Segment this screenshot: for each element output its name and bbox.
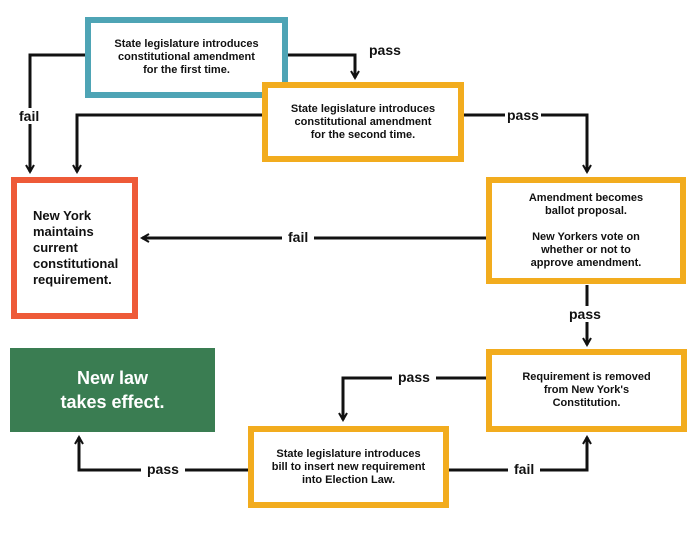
arrow-removed-to-bill xyxy=(343,376,486,420)
election-law-bill-text: State legislature introduces bill to ins… xyxy=(271,447,426,486)
arrow-second-to-maintain xyxy=(77,113,262,172)
second-introduction-text: State legislature introduces constitutio… xyxy=(290,102,436,141)
ballot-proposal-text: Amendment becomes ballot proposal. xyxy=(528,191,644,217)
second-introduction-box: State legislature introduces constitutio… xyxy=(262,82,464,162)
arrow-second-to-ballot xyxy=(464,113,587,172)
arrow-bill-to-removed xyxy=(449,437,587,472)
label-fail-bill: fail xyxy=(508,461,541,477)
label-pass-second: pass xyxy=(505,107,541,123)
label-pass-first: pass xyxy=(367,42,403,58)
new-law-text: New law takes effect. xyxy=(60,368,165,412)
first-introduction-box: State legislature introduces constitutio… xyxy=(85,17,288,98)
election-law-bill-box: State legislature introduces bill to ins… xyxy=(248,426,449,508)
label-pass-removed: pass xyxy=(392,369,436,385)
label-pass-ballot: pass xyxy=(567,306,603,322)
requirement-removed-text: Requirement is removed from New York's C… xyxy=(522,371,651,409)
requirement-removed-box: Requirement is removed from New York's C… xyxy=(486,349,687,432)
vote-text: New Yorkers vote on whether or not to ap… xyxy=(530,230,642,269)
maintain-requirement-box: New York maintains current constitutiona… xyxy=(11,177,138,319)
ballot-proposal-box: Amendment becomes ballot proposal. New Y… xyxy=(486,177,686,284)
maintain-requirement-text: New York maintains current constitutiona… xyxy=(33,208,119,287)
arrow-bill-to-newlaw xyxy=(79,437,248,472)
label-fail-first: fail xyxy=(17,108,42,124)
arrow-first-to-second xyxy=(288,53,355,78)
label-pass-bill: pass xyxy=(141,461,185,477)
new-law-box: New law takes effect. xyxy=(10,348,215,432)
first-introduction-text: State legislature introduces constitutio… xyxy=(114,38,259,76)
label-fail-ballot: fail xyxy=(282,229,315,245)
arrow-first-to-maintain xyxy=(30,53,85,172)
